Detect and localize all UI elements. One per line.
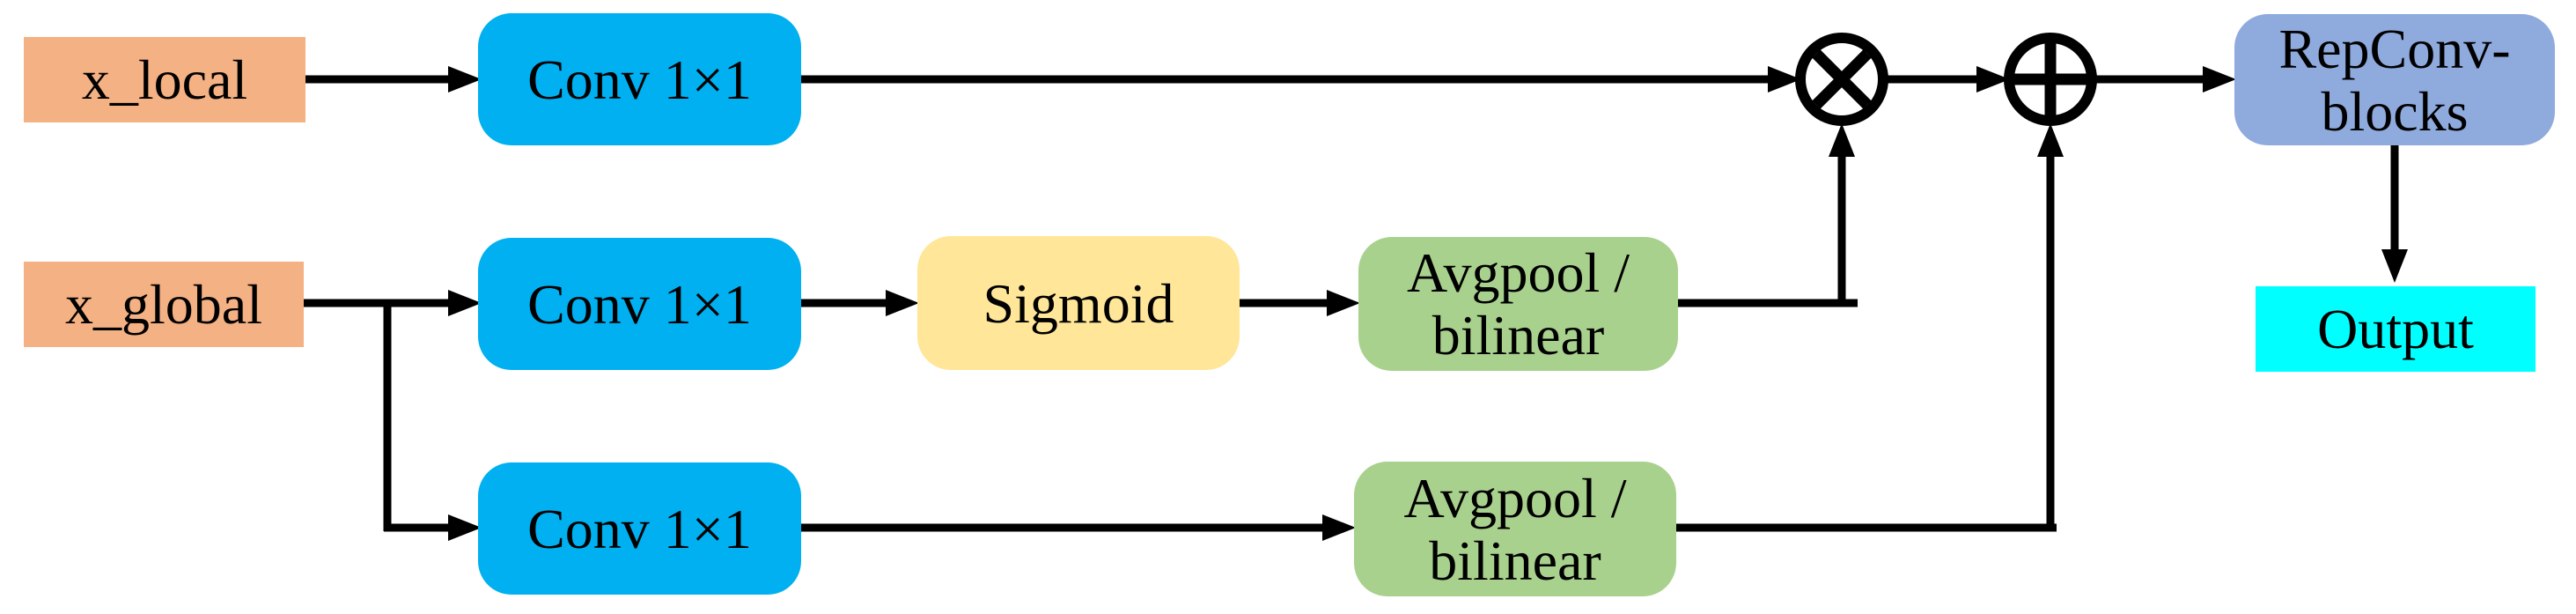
x-local-label: x_local (81, 48, 248, 111)
edge-repconv-to-output (2381, 145, 2408, 283)
x-global-box: x_global (24, 262, 304, 347)
edge-conv-top-to-multiply (801, 66, 1801, 92)
edge-sigmoid-to-avgpool-middle (1240, 290, 1360, 316)
avgpool-middle-label-line2: bilinear (1432, 304, 1605, 366)
x-global-label: x_global (65, 273, 262, 336)
conv-1x1-top-label: Conv 1×1 (527, 48, 752, 111)
edge-avgpool-middle-to-multiply (1678, 123, 1858, 307)
avgpool-bilinear-bottom-box: Avgpool / bilinear (1354, 462, 1676, 596)
edge-conv-bottom-to-avgpool-bottom (801, 514, 1356, 541)
sigmoid-label: Sigmoid (983, 271, 1174, 335)
sigmoid-box: Sigmoid (917, 236, 1240, 370)
x-local-box: x_local (24, 37, 305, 122)
multiply-icon (1795, 33, 1888, 126)
avgpool-bottom-label-line2: bilinear (1429, 529, 1601, 592)
avgpool-bottom-label-line1: Avgpool / (1403, 466, 1627, 529)
repconv-label-line1: RepConv- (2278, 17, 2511, 80)
avgpool-middle-label-line1: Avgpool / (1406, 241, 1630, 304)
edge-avgpool-bottom-to-add (1676, 123, 2064, 532)
conv-1x1-middle-label: Conv 1×1 (527, 272, 752, 336)
edge-xlocal-to-conv-top (305, 66, 482, 92)
conv-1x1-top-box: Conv 1×1 (478, 13, 801, 145)
edge-add-to-repconv (2093, 66, 2236, 92)
edge-multiply-to-add (1884, 66, 2010, 92)
edge-xglobal-to-conv-middle (304, 290, 482, 316)
conv-1x1-bottom-box: Conv 1×1 (478, 462, 801, 595)
output-label: Output (2317, 298, 2474, 360)
edge-branch-to-conv-bottom (384, 514, 482, 541)
avgpool-bilinear-middle-box: Avgpool / bilinear (1358, 237, 1678, 371)
add-icon (2004, 33, 2097, 126)
edge-conv-middle-to-sigmoid (801, 290, 919, 316)
conv-1x1-bottom-label: Conv 1×1 (527, 497, 752, 560)
repconv-blocks-box: RepConv- blocks (2234, 14, 2555, 145)
conv-1x1-middle-box: Conv 1×1 (478, 238, 801, 370)
output-box: Output (2256, 286, 2536, 372)
repconv-label-line2: blocks (2321, 79, 2469, 143)
